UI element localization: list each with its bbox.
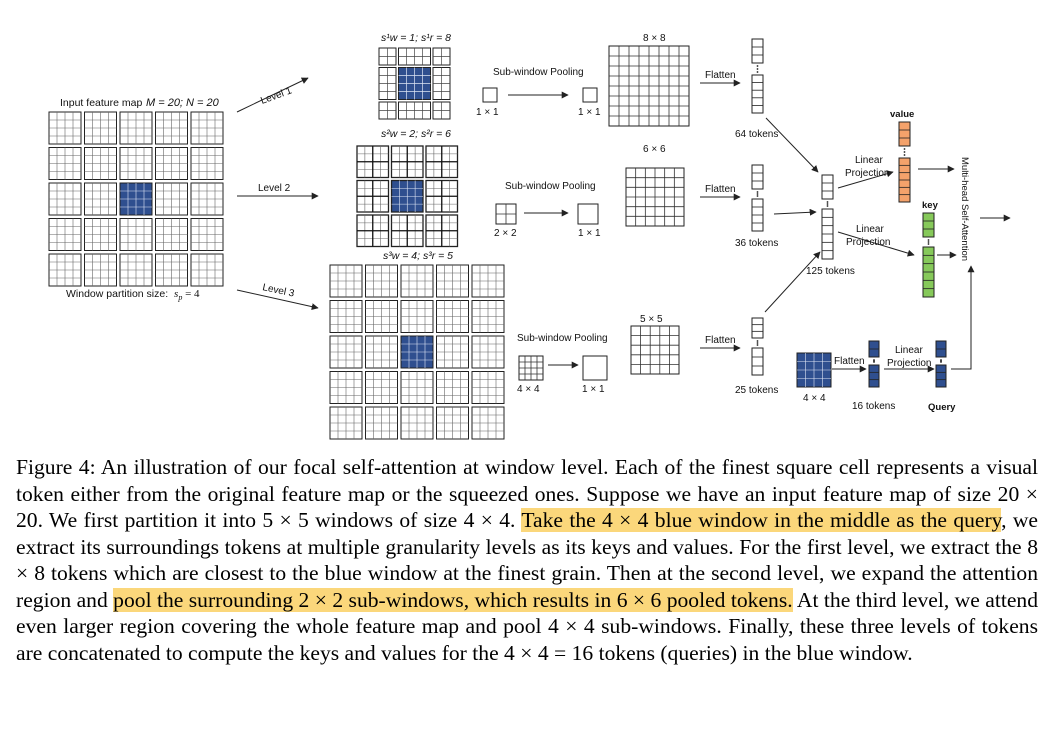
linear-label-value: Linear [855, 155, 883, 166]
caption-part-2: , we extract its surroundings tokens at … [16, 508, 1038, 612]
tokens-125-column-ellipsis-dot [826, 203, 829, 205]
arrows [236, 77, 1011, 373]
focal-attention-figure: Input feature map M = 20; N = 20 Window … [48, 32, 1011, 440]
svg-text:Window partition size: s: Window partition size: sp = 4 [66, 288, 200, 302]
projection-label-query: Projection [887, 358, 931, 369]
tokens-64-column [751, 38, 764, 64]
tokens-64-column-ellipsis-dot [756, 71, 759, 73]
flatten-label-2: Flatten [705, 184, 736, 195]
linear-label-query: Linear [895, 345, 923, 356]
pooling-label-3: Sub-window Pooling [517, 333, 608, 344]
query-window-size: 4 × 4 [803, 393, 826, 404]
caption-highlight-query: Take the 4 × 4 blue window in the middle… [521, 508, 1002, 532]
pool3-out [582, 355, 608, 381]
key-column [922, 212, 935, 238]
key-column-ellipsis-dot [927, 239, 930, 241]
pool2-out-size: 1 × 1 [578, 228, 601, 239]
tokens-125: 125 tokens [806, 266, 855, 277]
pool1-in [482, 87, 498, 103]
projection-label-key: Projection [846, 237, 890, 248]
pool2-in-size: 2 × 2 [494, 228, 517, 239]
tokens-25-column [751, 317, 764, 339]
tokens-25-column-ellipsis-dot [756, 340, 759, 342]
level-3-params: s³w = 4; s³r = 5 [383, 250, 453, 262]
caption-part-1: Figure 4: An illustration of our focal s… [16, 455, 1038, 532]
grid-6x6-label: 6 × 6 [643, 144, 666, 155]
pool3-out-size: 1 × 1 [582, 384, 605, 395]
pool3-in-size: 4 × 4 [517, 384, 540, 395]
tokens-64-column-ellipsis-dot [756, 65, 759, 67]
tokens-125-column [821, 174, 834, 200]
key-label: key [922, 200, 939, 211]
tokens-16: 16 tokens [852, 401, 895, 412]
value-column [898, 121, 911, 147]
tokens-25: 25 tokens [735, 385, 778, 396]
tokens-25-column-ellipsis-dot [756, 344, 759, 346]
tokens-25-column-ellipsis-dot [756, 342, 759, 344]
level-3-label: Level 3 [261, 282, 295, 300]
window-param-s: s [174, 288, 178, 300]
linear-label-key: Linear [856, 224, 884, 235]
key-column-ellipsis-dot [927, 243, 930, 245]
tokens-64-column [751, 74, 764, 114]
level-1-label: Level 1 [259, 85, 293, 107]
value-column-ellipsis-dot [903, 151, 906, 153]
flatten-label-query: Flatten [834, 356, 865, 367]
tokens-25-column [751, 347, 764, 376]
tokens-36-column-ellipsis-dot [756, 193, 759, 195]
grid-5x5 [630, 325, 680, 375]
level-1-params: s¹w = 1; s¹r = 8 [381, 32, 451, 44]
caption-highlight-pool: pool the surrounding 2 × 2 sub-windows, … [113, 587, 793, 612]
pool2-out [577, 203, 599, 225]
tokens-125-column-ellipsis-dot [826, 205, 829, 207]
value-column-ellipsis-dot [903, 148, 906, 150]
query-column [935, 364, 947, 388]
grid-layer [48, 38, 947, 440]
window-param-sub: p [177, 293, 182, 302]
pooling-label-1: Sub-window Pooling [493, 67, 584, 78]
key-column-ellipsis-dot [927, 241, 930, 243]
query-column-ellipsis-dot [940, 361, 942, 363]
tokens-125-column-ellipsis-dot [826, 201, 829, 203]
tokens-36-column [751, 164, 764, 190]
window-partition-label: Window partition size: [66, 288, 168, 300]
tokens-64-column-ellipsis-dot [756, 68, 759, 70]
grid-8x8-label: 8 × 8 [643, 33, 666, 44]
projection-label-value: Projection [845, 168, 889, 179]
pool1-in-size: 1 × 1 [476, 107, 499, 118]
level-2-params: s²w = 2; s²r = 6 [381, 128, 451, 140]
input-map-params: M = 20; N = 20 [146, 97, 220, 109]
flatten-label-3: Flatten [705, 335, 736, 346]
tokens-36: 36 tokens [735, 238, 778, 249]
figure-caption: Figure 4: An illustration of our focal s… [16, 454, 1038, 666]
query-label: Query [928, 402, 956, 413]
grid-5x5-label: 5 × 5 [640, 314, 663, 325]
window-param-val: = 4 [182, 288, 200, 300]
input-map-label: Input feature map [60, 97, 142, 109]
tokens-36-column-ellipsis-dot [756, 191, 759, 193]
value-label: value [890, 109, 914, 120]
value-column-ellipsis-dot [903, 154, 906, 156]
pooling-label-2: Sub-window Pooling [505, 181, 596, 192]
level-2-label: Level 2 [258, 183, 291, 194]
query-flat-column-ellipsis-dot [873, 361, 875, 363]
tokens-64: 64 tokens [735, 129, 778, 140]
pool1-out-size: 1 × 1 [578, 107, 601, 118]
tokens-36-column-ellipsis-dot [756, 195, 759, 197]
mhsa-label: Multi-head Self-Attention [959, 157, 970, 261]
pool1-out [582, 87, 598, 103]
query-flat-column [868, 364, 880, 388]
caption-part-3: At the third level, we attend even large… [16, 587, 1039, 665]
flatten-label-1: Flatten [705, 70, 736, 81]
